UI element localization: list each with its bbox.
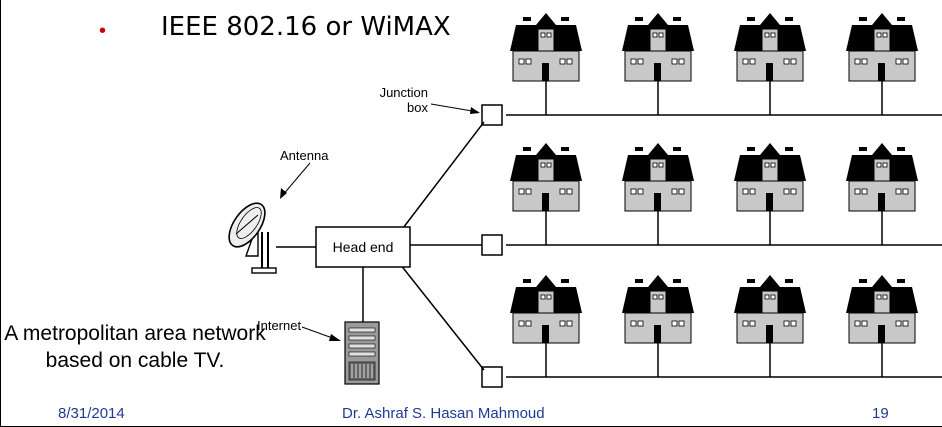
house-icon bbox=[509, 274, 583, 378]
house-icon bbox=[733, 274, 807, 378]
slide-left-border bbox=[0, 0, 1, 427]
junction-label-arrow bbox=[430, 103, 479, 113]
antenna-label-arrow bbox=[281, 162, 311, 197]
junction-box-2 bbox=[481, 234, 503, 256]
house-icon bbox=[845, 142, 919, 246]
antenna-label: Antenna bbox=[280, 148, 329, 163]
house-icon bbox=[621, 274, 695, 378]
slide-number: 19 bbox=[872, 405, 889, 422]
house-icon bbox=[845, 274, 919, 378]
house-icon bbox=[509, 142, 583, 246]
footer-date: 8/31/2014 bbox=[58, 405, 125, 422]
junction-box-label-line1: Junction bbox=[380, 85, 428, 100]
internet-label: Internet bbox=[257, 318, 301, 333]
bullet-marker: • bbox=[99, 20, 107, 42]
junction-box-label-line2: box bbox=[407, 100, 428, 115]
footer-author: Dr. Ashraf S. Hasan Mahmoud bbox=[342, 405, 545, 422]
house-icon bbox=[733, 142, 807, 246]
internet-server-icon bbox=[344, 321, 380, 385]
figure-caption: A metropolitan area network based on cab… bbox=[4, 322, 266, 372]
junction-box-3 bbox=[481, 366, 503, 388]
bullet-text: IEEE 802.16 or WiMAX bbox=[161, 12, 451, 42]
head-end-label: Head end bbox=[333, 239, 394, 255]
house-icon bbox=[845, 12, 919, 116]
trunk-line-3 bbox=[399, 263, 485, 371]
house-icon bbox=[621, 12, 695, 116]
house-icon bbox=[509, 12, 583, 116]
house-icon bbox=[733, 12, 807, 116]
satellite-dish-icon bbox=[228, 202, 277, 274]
house-icon bbox=[621, 142, 695, 246]
trunk-line-1 bbox=[399, 121, 485, 233]
junction-box-1 bbox=[481, 104, 503, 126]
